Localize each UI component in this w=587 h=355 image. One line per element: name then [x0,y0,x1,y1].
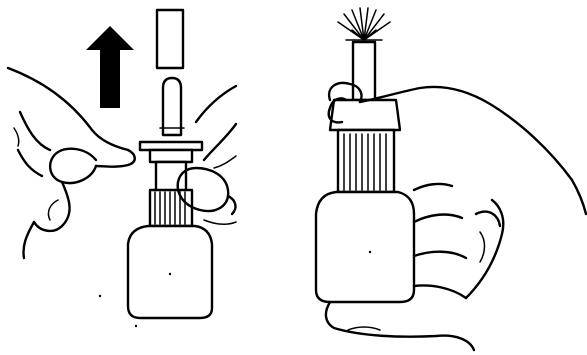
nozzle-tip-right [353,42,375,100]
removed-cap [157,10,183,68]
panel-remove-cap [8,10,236,327]
panel-prime-spray [316,8,586,350]
nozzle-tip [160,78,184,135]
speck [99,295,101,297]
spray-mist-icon [338,8,390,40]
speck [135,325,137,327]
bottle-right [316,192,414,302]
pump-collar [140,142,202,226]
bottle-left [128,226,212,318]
upward-arrow-icon [86,26,134,108]
pump-collar-right [330,100,400,192]
